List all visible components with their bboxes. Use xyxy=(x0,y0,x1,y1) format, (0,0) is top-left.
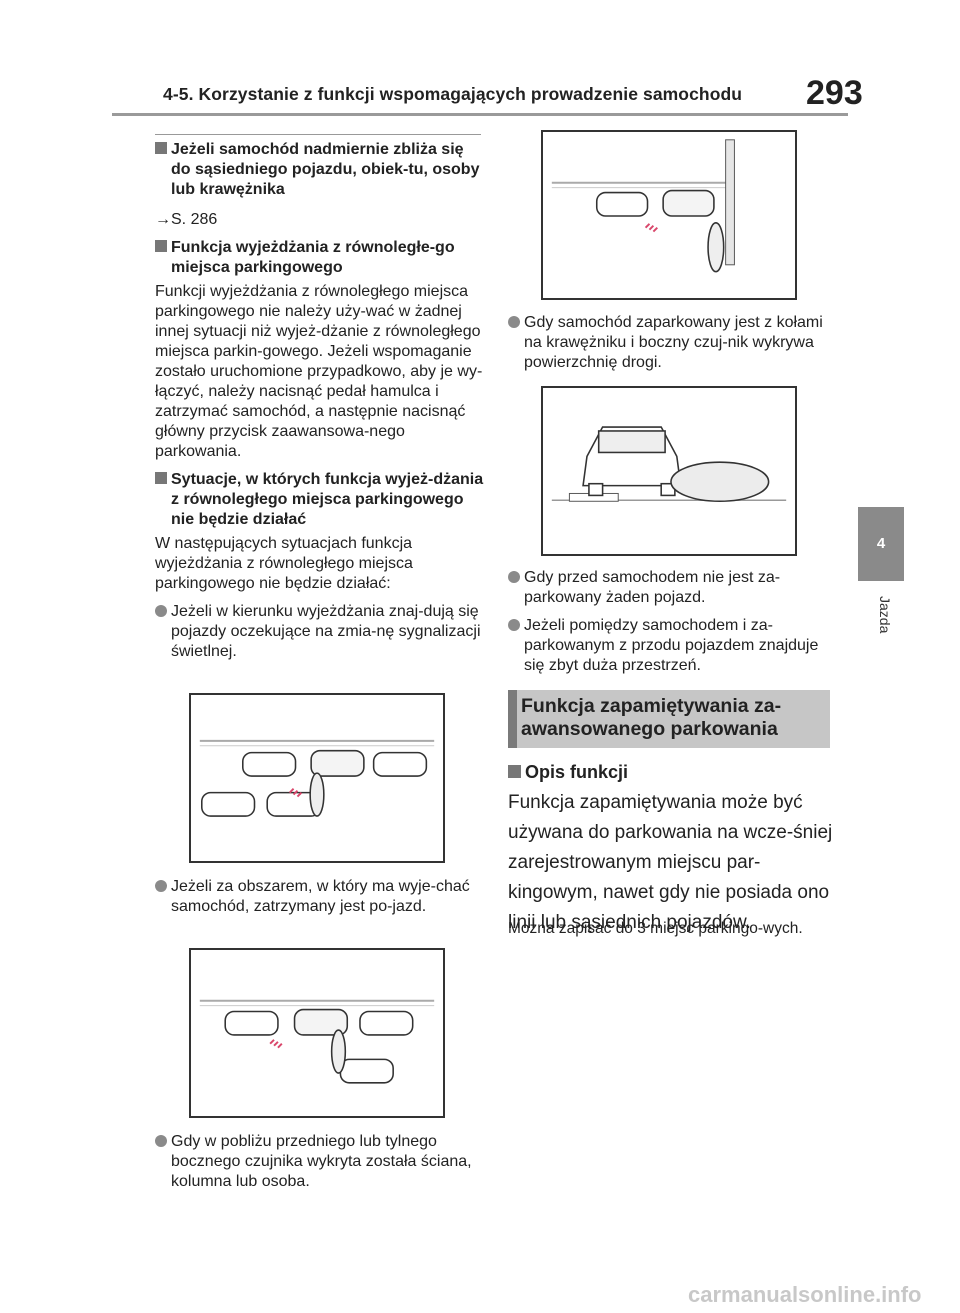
left-column-middle: Jeżeli za obszarem, w który ma wyje-chać… xyxy=(155,877,485,917)
chapter-tab[interactable]: 4 xyxy=(858,507,904,581)
section-divider xyxy=(155,134,481,135)
square-bullet-icon xyxy=(155,240,167,252)
round-bullet-icon xyxy=(508,571,520,583)
page-number: 293 xyxy=(806,74,863,112)
section-title: 4-5. Korzystanie z funkcji wspomagającyc… xyxy=(163,84,743,104)
car-diagram xyxy=(199,999,435,1084)
left-column-top: Jeżeli samochód nadmiernie zbliża się do… xyxy=(155,140,485,662)
round-bullet-icon xyxy=(155,1135,167,1147)
round-bullet-icon xyxy=(155,880,167,892)
square-bullet-icon xyxy=(508,765,521,778)
body-paragraph: W następujących sytuacjach funkcja wyjeż… xyxy=(155,535,413,592)
list-item: Gdy samochód zaparkowany jest z kołami n… xyxy=(508,313,838,373)
chapter-label: Jazda xyxy=(877,596,893,634)
round-bullet-icon xyxy=(508,619,520,631)
list-item: Gdy w pobliżu przedniego lub tylnego boc… xyxy=(155,1132,485,1192)
banner-accent xyxy=(508,690,517,748)
section-heading: Jeżeli samochód nadmiernie zbliża się do… xyxy=(155,140,485,200)
square-bullet-icon xyxy=(155,142,167,154)
right-column-top: Gdy samochód zaparkowany jest z kołami n… xyxy=(508,313,838,373)
car-diagram xyxy=(199,739,435,817)
car-diagram xyxy=(551,426,787,503)
list-item: Jeżeli w kierunku wyjeżdżania znaj-dują … xyxy=(155,602,485,662)
note-paragraph: Można zapisać do 3 miejsc parkingo-wych. xyxy=(508,920,803,937)
list-item: Jeżeli pomiędzy samochodem i za-parkowan… xyxy=(508,616,838,676)
illustration-curb-sensor xyxy=(541,386,797,556)
site-watermark: carmanualsonline.info xyxy=(688,1282,922,1307)
square-bullet-icon xyxy=(155,472,167,484)
illustration-wall-column xyxy=(541,130,797,300)
description-paragraph: Funkcja zapamiętywania może być używana … xyxy=(508,792,833,933)
banner-title: Funkcja zapamiętywania za-awansowanego p… xyxy=(521,695,782,740)
right-column-middle: Gdy przed samochodem nie jest za-parkowa… xyxy=(508,568,838,676)
round-bullet-icon xyxy=(155,605,167,617)
list-item: Gdy przed samochodem nie jest za-parkowa… xyxy=(508,568,838,608)
car-diagram xyxy=(551,139,735,273)
list-item: Jeżeli za obszarem, w który ma wyje-chać… xyxy=(155,877,485,917)
section-heading: Sytuacje, w których funkcja wyjeż-dżania… xyxy=(155,470,485,530)
section-heading: Opis funkcji xyxy=(508,761,838,783)
body-paragraph: Funkcji wyjeżdżania z równoległego miejs… xyxy=(155,283,483,460)
page-reference[interactable]: →S. 286 xyxy=(155,211,218,228)
illustration-waiting-vehicles xyxy=(189,693,445,863)
header-divider xyxy=(112,113,848,116)
illustration-stopped-vehicle xyxy=(189,948,445,1118)
section-banner: Funkcja zapamiętywania za-awansowanego p… xyxy=(508,690,830,748)
round-bullet-icon xyxy=(508,316,520,328)
subsection-heading-wrap: Opis funkcji xyxy=(508,761,838,783)
section-heading: Funkcja wyjeżdżania z równoległe-go miej… xyxy=(155,238,485,278)
left-column-bottom: Gdy w pobliżu przedniego lub tylnego boc… xyxy=(155,1132,485,1192)
